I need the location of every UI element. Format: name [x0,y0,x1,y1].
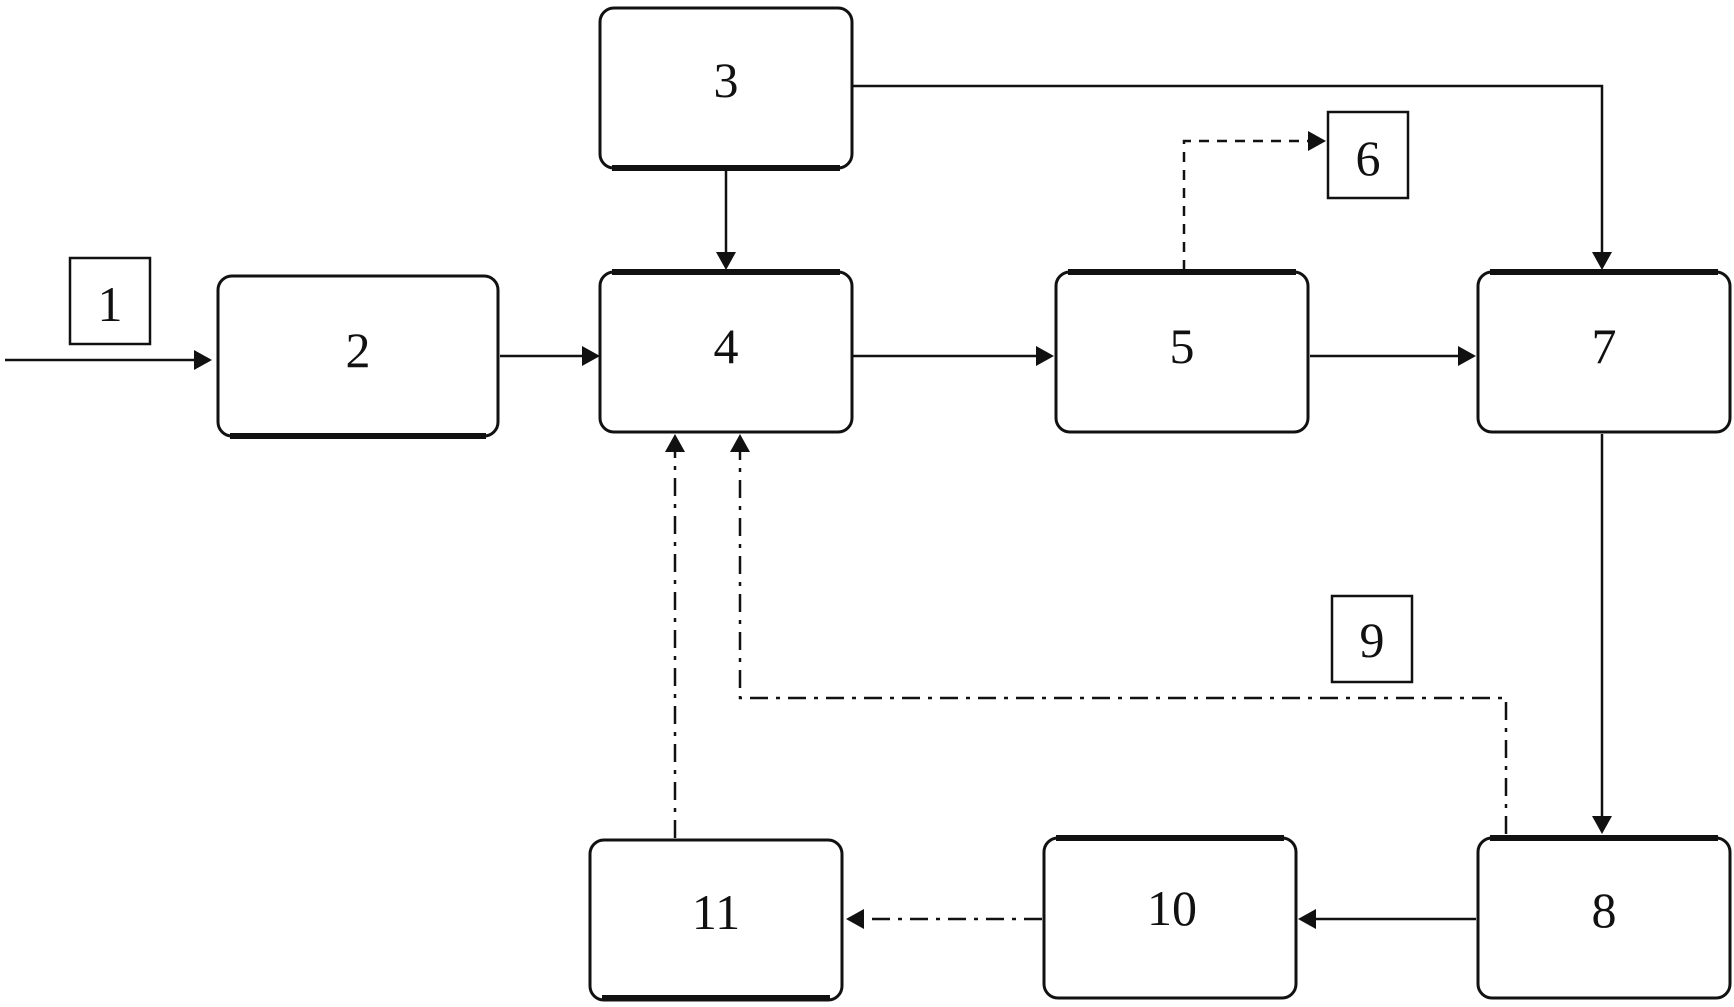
node-4: 4 [598,269,854,434]
node-4-label: 4 [714,318,739,374]
node-10: 10 [1042,835,1298,1000]
node-10-label: 10 [1147,880,1197,936]
edge-7-to-8 [1592,434,1612,834]
node-1: 1 [68,256,152,346]
edge-11-to-4 [665,434,685,838]
node-3-label: 3 [714,52,739,108]
node-8: 8 [1476,835,1732,1000]
node-6-label: 6 [1356,130,1381,186]
node-7: 7 [1476,269,1732,434]
edge-3-to-7 [852,84,1612,270]
node-2: 2 [216,274,500,439]
edge-5-to-6 [1182,131,1326,270]
node-7-label: 7 [1592,318,1617,374]
edge-8-to-10 [1298,909,1476,929]
edge-10-to-11 [846,909,1042,929]
node-5: 5 [1054,269,1310,434]
node-9: 9 [1330,594,1414,684]
node-8-label: 8 [1592,882,1617,938]
node-11: 11 [588,838,844,1002]
node-9-label: 9 [1360,612,1385,668]
edge-1-to-2 [5,350,212,370]
edge-3-to-4 [716,168,736,270]
node-3: 3 [598,6,854,171]
edge-2-to-4 [500,346,600,366]
edge-8-to-4 [730,434,1508,834]
node-2-label: 2 [346,322,371,378]
node-5-label: 5 [1170,318,1195,374]
connectors [5,84,1612,929]
node-11-label: 11 [692,884,740,940]
node-1-label: 1 [98,276,123,332]
node-6: 6 [1326,110,1410,200]
edge-5-to-7 [1310,346,1476,366]
edge-4-to-5 [852,346,1054,366]
